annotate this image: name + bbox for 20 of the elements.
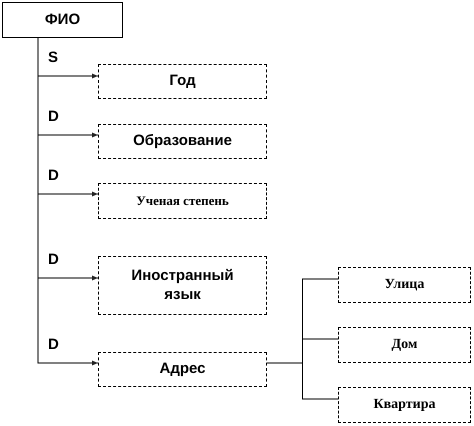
attribute-name: Ученая степень xyxy=(136,192,229,210)
entity-name: ФИО xyxy=(44,10,80,30)
attribute-box xyxy=(98,256,267,315)
attribute-box xyxy=(338,267,471,303)
attribute-name: Год xyxy=(169,72,196,91)
attribute-box xyxy=(98,64,267,99)
entity-box xyxy=(2,2,123,38)
attribute-name: Улица xyxy=(384,276,424,294)
attribute-name: Иностранный язык xyxy=(130,266,235,304)
attribute-box xyxy=(338,327,471,363)
attribute-name: Дом xyxy=(392,336,418,354)
attribute-box xyxy=(338,387,471,423)
connector-line xyxy=(266,362,338,400)
arrow xyxy=(38,38,98,366)
attribute-box xyxy=(98,183,267,219)
attribute-name: Адрес xyxy=(159,360,206,379)
attribute-box xyxy=(98,352,267,387)
attribute-name: Квартира xyxy=(373,396,436,414)
attribute-box xyxy=(98,124,267,159)
attribute-name: Образование xyxy=(133,132,232,151)
